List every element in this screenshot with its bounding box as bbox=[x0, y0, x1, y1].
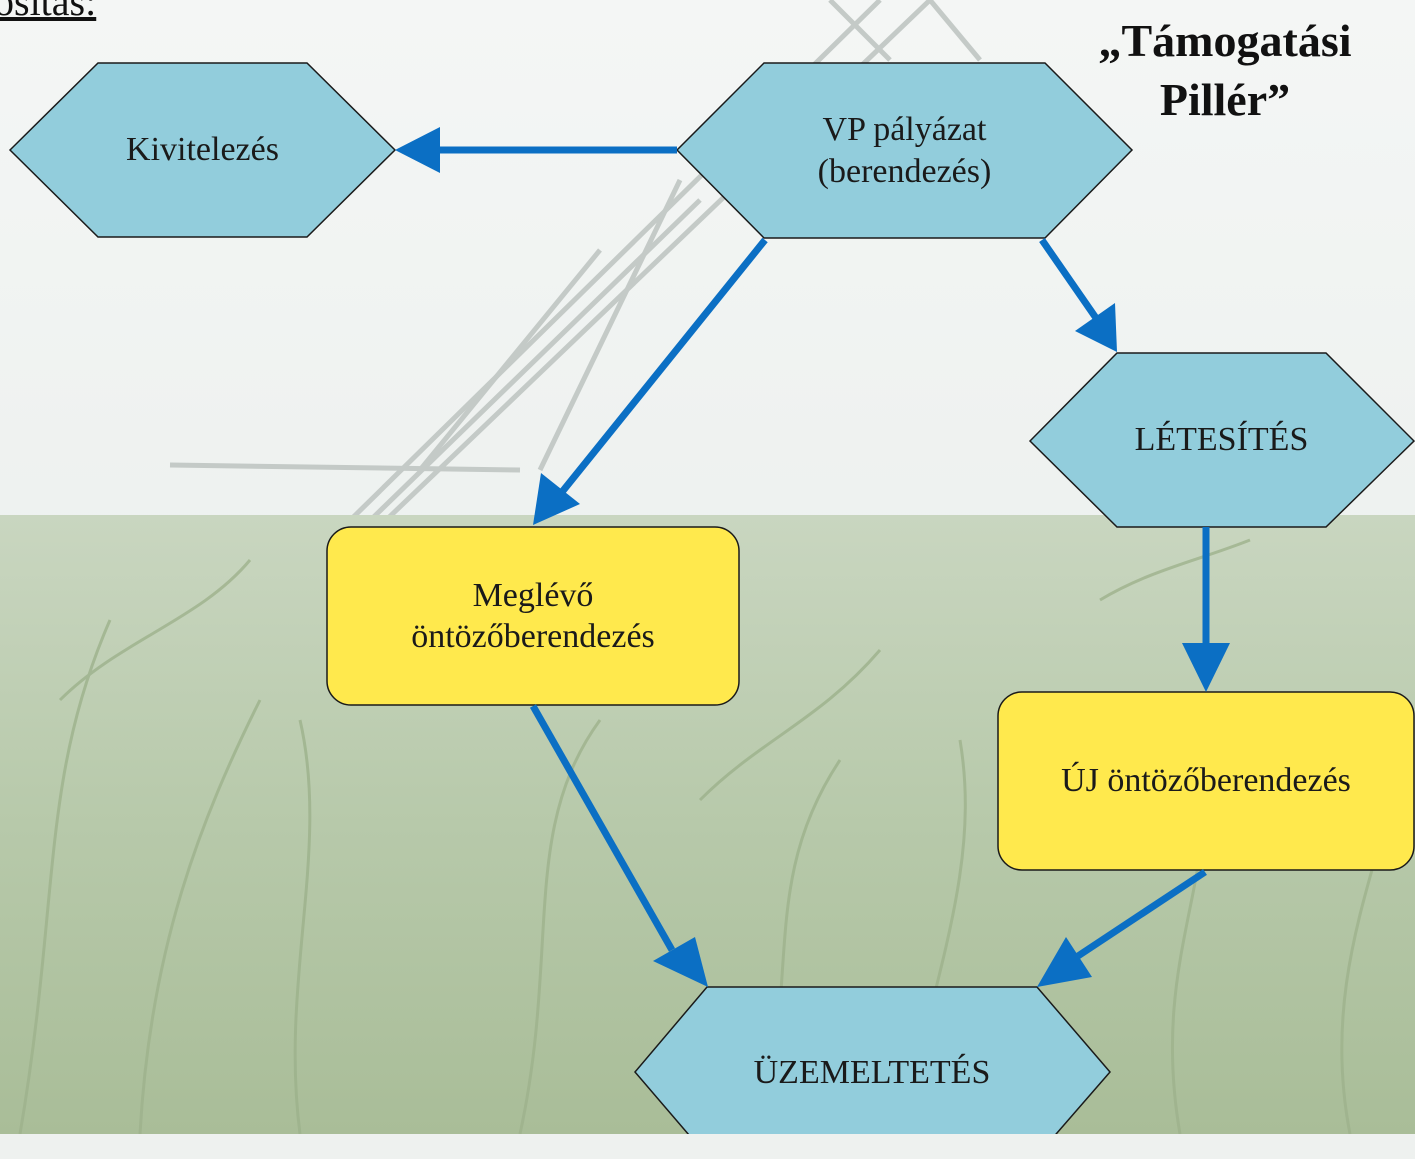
uzemeltetes-hexagon bbox=[634, 986, 1111, 1134]
page-title-fragment: osítás: bbox=[0, 0, 97, 24]
arrowhead-letesites bbox=[1075, 303, 1117, 352]
uj-label: ÚJ öntözőberendezés bbox=[1061, 762, 1351, 800]
arrowhead-uzemeltetes-right bbox=[1037, 937, 1092, 987]
arrowhead-uzemeltetes-left bbox=[653, 937, 708, 987]
vp-palyazat-hexagon bbox=[675, 62, 1134, 239]
meglevo-box bbox=[326, 526, 740, 706]
vp-palyazat-line2: (berendezés) bbox=[817, 152, 992, 190]
pillar-title: „Támogatási Pillér” bbox=[1060, 12, 1390, 130]
pillar-title-line1: „Támogatási bbox=[1098, 15, 1352, 66]
meglevo-label: Meglévő öntözőberendezés bbox=[327, 527, 739, 705]
letesites-label: LÉTESÍTÉS bbox=[1134, 421, 1309, 459]
arrow-uj-to-uzemeltetes-shaft bbox=[1076, 869, 1207, 959]
flow-diagram bbox=[8, 62, 1415, 1134]
letesites-hexagon bbox=[1028, 352, 1415, 528]
meglevo-line2: öntözőberendezés bbox=[411, 618, 655, 655]
arrow-meglevo-to-uzemeltetes-shaft bbox=[529, 704, 676, 952]
arrow-vp-to-letesites-shaft bbox=[1039, 238, 1099, 320]
kivitelezes-label: Kivitelezés bbox=[126, 131, 279, 169]
arrowhead-kivitelezes bbox=[395, 127, 440, 173]
pillar-title-line2: Pillér” bbox=[1159, 73, 1291, 125]
arrowhead-uj bbox=[1182, 643, 1230, 692]
meglevo-line1: Meglévő bbox=[472, 576, 594, 614]
arrow-vp-to-meglevo-shaft bbox=[559, 237, 768, 495]
vp-palyazat-label: VP pályázat (berendezés) bbox=[764, 63, 1045, 238]
arrowhead-meglevo bbox=[533, 473, 580, 525]
uzemeltetes-label: ÜZEMELTETÉS bbox=[753, 1054, 991, 1092]
vp-palyazat-line1: VP pályázat bbox=[822, 111, 987, 149]
